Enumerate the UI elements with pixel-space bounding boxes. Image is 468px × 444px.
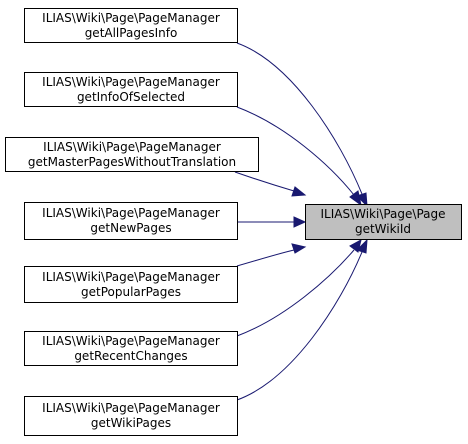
edge-getrecentchanges xyxy=(236,249,355,337)
target-label-line2: getWikiId xyxy=(355,222,411,236)
node-label-line1: ILIAS\Wiki\Page\PageManager xyxy=(42,401,220,415)
caller-node-getrecentchanges[interactable]: ILIAS\Wiki\Page\PageManager getRecentCha… xyxy=(24,331,238,366)
caller-node-getwikipages[interactable]: ILIAS\Wiki\Page\PageManager getWikiPages xyxy=(24,396,238,436)
edge-getinfoofselected-arrowhead xyxy=(349,190,362,207)
edge-getmasterpageswithouttranslation-arrowhead xyxy=(291,186,307,197)
node-label-line2: getNewPages xyxy=(90,221,171,235)
node-label-line2: getAllPagesInfo xyxy=(85,26,178,40)
edges xyxy=(234,42,368,401)
node-label-line1: ILIAS\Wiki\Page\PageManager xyxy=(42,75,220,89)
node-label-line2: getInfoOfSelected xyxy=(77,90,185,104)
edge-getmasterpageswithouttranslation xyxy=(234,171,295,192)
node-label-line1: ILIAS\Wiki\Page\PageManager xyxy=(43,140,221,154)
edge-getallpagesinfo xyxy=(236,42,363,195)
caller-node-getnewpages[interactable]: ILIAS\Wiki\Page\PageManager getNewPages xyxy=(24,202,238,240)
node-label-line2: getMasterPagesWithoutTranslation xyxy=(28,155,236,169)
node-label-line2: getRecentChanges xyxy=(74,349,187,363)
node-label-line2: getWikiPages xyxy=(91,416,171,430)
node-label-line1: ILIAS\Wiki\Page\PageManager xyxy=(42,270,220,284)
caller-node-getpopularpages[interactable]: ILIAS\Wiki\Page\PageManager getPopularPa… xyxy=(24,266,238,303)
target-node-getwikiid[interactable]: ILIAS\Wiki\Page\Page getWikiId xyxy=(305,204,462,240)
edge-getnewpages-arrowhead xyxy=(293,216,307,228)
edge-getinfoofselected xyxy=(236,106,355,196)
caller-node-getallpagesinfo[interactable]: ILIAS\Wiki\Page\PageManager getAllPagesI… xyxy=(24,8,238,43)
target-label-line1: ILIAS\Wiki\Page\Page xyxy=(320,207,445,221)
node-label-line2: getPopularPages xyxy=(81,285,181,299)
node-label-line1: ILIAS\Wiki\Page\PageManager xyxy=(42,11,220,25)
caller-node-getmasterpageswithouttranslation[interactable]: ILIAS\Wiki\Page\PageManager getMasterPag… xyxy=(5,137,259,172)
edge-getwikipages xyxy=(236,251,363,401)
edge-getwikipages-arrowhead xyxy=(356,238,368,254)
node-label-line1: ILIAS\Wiki\Page\PageManager xyxy=(42,206,220,220)
edge-getpopularpages-arrowhead xyxy=(291,243,307,254)
node-label-line1: ILIAS\Wiki\Page\PageManager xyxy=(42,334,220,348)
caller-node-getinfoofselected[interactable]: ILIAS\Wiki\Page\PageManager getInfoOfSel… xyxy=(24,72,238,107)
edge-getpopularpages xyxy=(236,249,295,267)
